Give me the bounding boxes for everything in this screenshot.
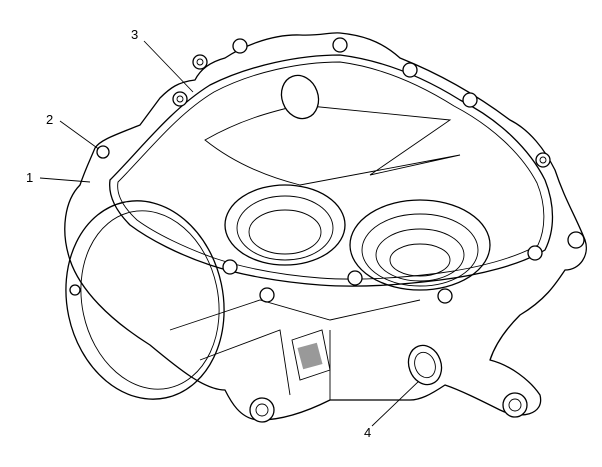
callout-4: 4 [364,425,372,440]
callout-2: 2 [46,112,54,127]
callout-3: 3 [131,27,139,42]
bolt-holes [69,37,585,423]
callout-1: 1 [26,170,34,185]
leader-lines [39,40,421,427]
label-plate [291,329,331,381]
